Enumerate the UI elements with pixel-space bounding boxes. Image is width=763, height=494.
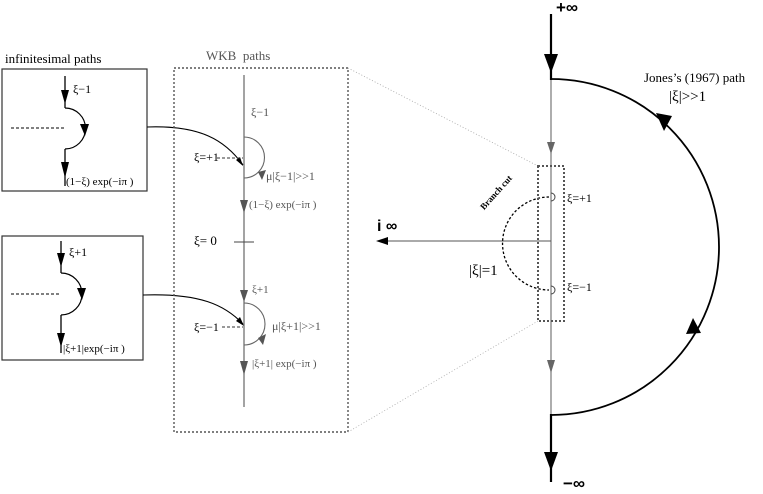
arrow-down-icon xyxy=(57,253,65,267)
infinitesimal-upper-box xyxy=(1,68,148,192)
arrow-down-icon xyxy=(240,290,248,302)
minus-one-indent xyxy=(550,285,556,295)
arrow-down-icon xyxy=(61,162,69,178)
jones-path-arc xyxy=(550,78,720,416)
infinitesimal-lower-box xyxy=(1,235,144,361)
arrow-down-icon xyxy=(57,333,65,347)
arrow-down-icon xyxy=(61,90,69,104)
wkb-upper-bottom-label: (1−ξ) exp(−iπ ) xyxy=(249,199,317,211)
arrow-down-icon xyxy=(240,200,248,213)
xi-plus-one-label: ξ=+1 xyxy=(567,191,592,205)
i-infinity-label: i ∞ xyxy=(377,218,398,235)
arrow-down-icon xyxy=(77,288,86,300)
wkb-upper-top-label: ξ−1 xyxy=(251,105,270,119)
unit-circle-label: |ξ|=1 xyxy=(469,263,498,279)
unit-circle-branch-cut xyxy=(501,196,550,291)
connector-curve-lower xyxy=(142,294,244,325)
plus-infinity-label: +∞ xyxy=(556,0,579,17)
indentation-arc xyxy=(60,272,83,316)
arrow-icon xyxy=(258,170,266,180)
zoom-guide-upper xyxy=(347,67,539,167)
arrow-icon xyxy=(686,318,701,334)
minus-infinity-label: −∞ xyxy=(563,474,586,493)
infinitesimal-upper-bottom-label: (1−ξ) exp(−iπ ) xyxy=(66,176,134,188)
wkb-dotted-frame xyxy=(173,67,349,433)
zoom-guide-lower xyxy=(347,320,539,433)
wkb-lower-top-label: ξ+1 xyxy=(252,284,269,296)
jones-path-label: Jones’s (1967) path xyxy=(644,70,746,85)
arrow-icon xyxy=(656,113,672,131)
jones-condition-label: |ξ|>>1 xyxy=(669,89,707,105)
zoom-region-box xyxy=(537,165,565,322)
wkb-origin-label: ξ= 0 xyxy=(194,233,217,248)
arrow-left-icon xyxy=(376,237,388,245)
wkb-paths-panel xyxy=(173,67,349,433)
wkb-title: WKB paths xyxy=(206,48,271,63)
arrow-icon xyxy=(236,317,244,326)
wkb-lower-bottom-label: |ξ+1| exp(−iπ ) xyxy=(252,358,317,370)
connector-curve-upper xyxy=(146,126,244,166)
arrow-down-icon xyxy=(544,452,558,471)
arrow-down-icon xyxy=(547,360,555,373)
wkb-upper-arc-label: μ|ξ−1|>>1 xyxy=(266,169,315,183)
arrow-icon xyxy=(236,157,243,166)
wkb-lower-arc-label: μ|ξ+1|>>1 xyxy=(272,319,321,333)
infinitesimal-paths-panel xyxy=(1,68,148,361)
arrow-down-icon xyxy=(547,142,555,154)
infinitesimal-lower-bottom-label: |ξ+1|exp(−iπ ) xyxy=(63,343,125,355)
wkb-minus-one-label: ξ=−1 xyxy=(194,320,219,334)
wkb-upper-arc xyxy=(243,136,266,179)
infinitesimal-upper-top-label: ξ−1 xyxy=(73,82,92,96)
complex-plane xyxy=(376,14,720,482)
arrow-icon xyxy=(258,334,266,345)
infinitesimal-lower-top-label: ξ+1 xyxy=(69,245,88,259)
wkb-plus-one-label: ξ=+1 xyxy=(194,150,219,164)
arrow-down-icon xyxy=(240,361,248,375)
wkb-lower-arc xyxy=(243,302,266,346)
infinitesimal-title: infinitesimal paths xyxy=(5,51,102,66)
arrow-down-icon xyxy=(544,54,558,73)
plus-one-indent xyxy=(550,192,556,202)
xi-minus-one-label: ξ=−1 xyxy=(567,280,592,294)
arrow-down-icon xyxy=(80,124,89,136)
